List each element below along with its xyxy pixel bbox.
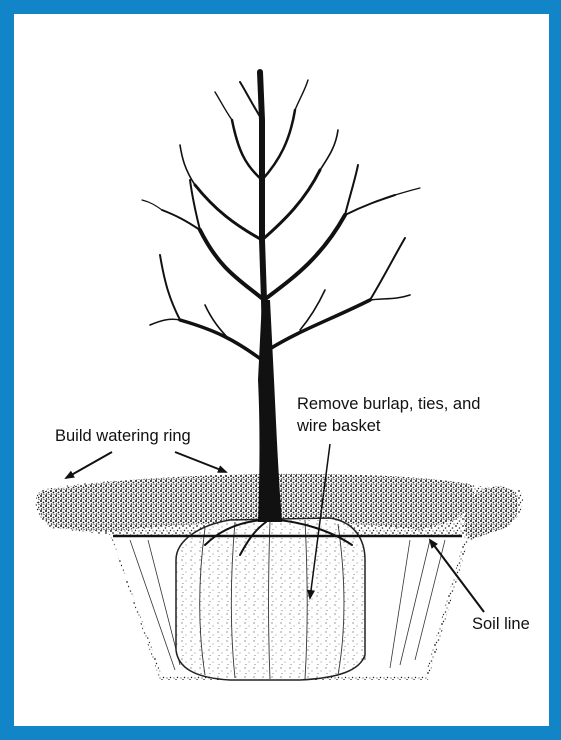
label-remove-burlap-line1: Remove burlap, ties, and [297, 394, 480, 415]
tree-trunk [258, 300, 282, 522]
watering-ring-arrow-left [66, 452, 112, 478]
label-remove-burlap-line2: wire basket [297, 416, 380, 437]
label-soil-line: Soil line [472, 614, 530, 635]
root-ball [176, 518, 365, 680]
watering-ring-arrow-right [175, 452, 226, 472]
tree-branches [142, 72, 420, 390]
label-build-watering-ring: Build watering ring [55, 426, 191, 447]
